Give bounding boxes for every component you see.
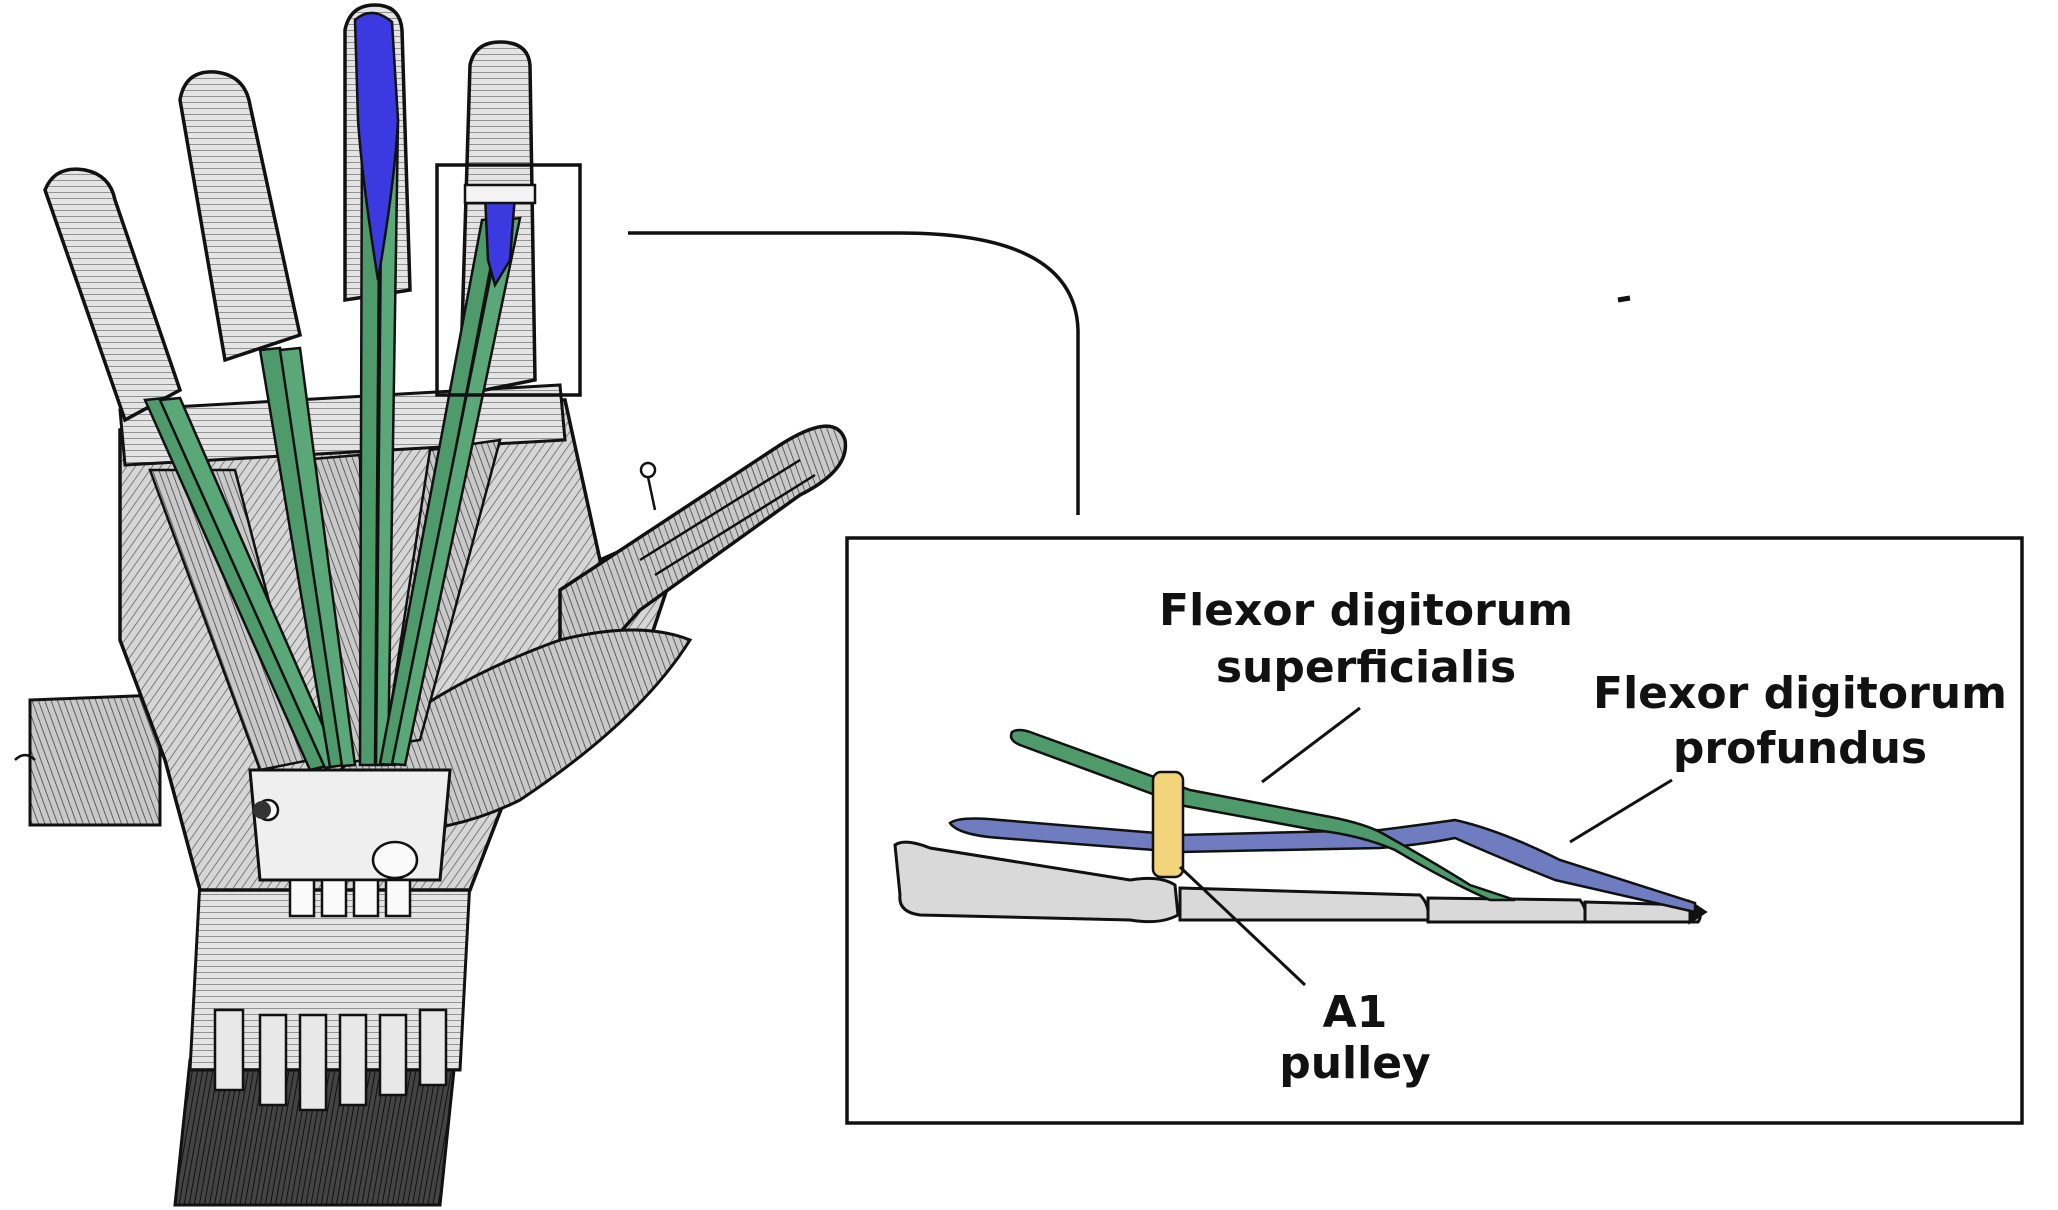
a1-leader <box>1178 865 1307 987</box>
fdp-leader <box>1569 778 1673 844</box>
metacarpal <box>893 840 1180 924</box>
zoom-region-box <box>435 163 582 397</box>
fds-tendon <box>1009 728 1516 902</box>
stray-mark <box>1617 295 1631 303</box>
a1-label-line2: pulley <box>1279 1038 1431 1089</box>
fdp-label-line2: profundus <box>1673 723 1927 774</box>
carpal-bones <box>248 768 452 882</box>
fds-leader <box>1261 706 1361 784</box>
finger-detail <box>893 706 1708 987</box>
ring-finger <box>178 70 303 363</box>
hand-illustration <box>14 3 848 1207</box>
fdp-tendon <box>948 817 1697 914</box>
fdp-tip-middle <box>353 11 400 281</box>
thumb <box>558 424 848 705</box>
retracted-flap <box>28 693 162 827</box>
zoom-connector <box>628 231 1080 515</box>
little-finger <box>43 167 183 423</box>
a1-label-line1: A1 <box>1323 987 1388 1038</box>
flexor-tendons-hand <box>143 118 522 772</box>
fds-label-line1: Flexor digitorum <box>1159 585 1573 636</box>
middle-phalanx <box>1426 896 1588 924</box>
a1-pulley <box>1151 770 1185 879</box>
fds-label-line2: superficialis <box>1216 642 1516 693</box>
wrist-tendon-stubs <box>213 1008 448 1112</box>
fdp-label-line1: Flexor digitorum <box>1593 668 2007 719</box>
